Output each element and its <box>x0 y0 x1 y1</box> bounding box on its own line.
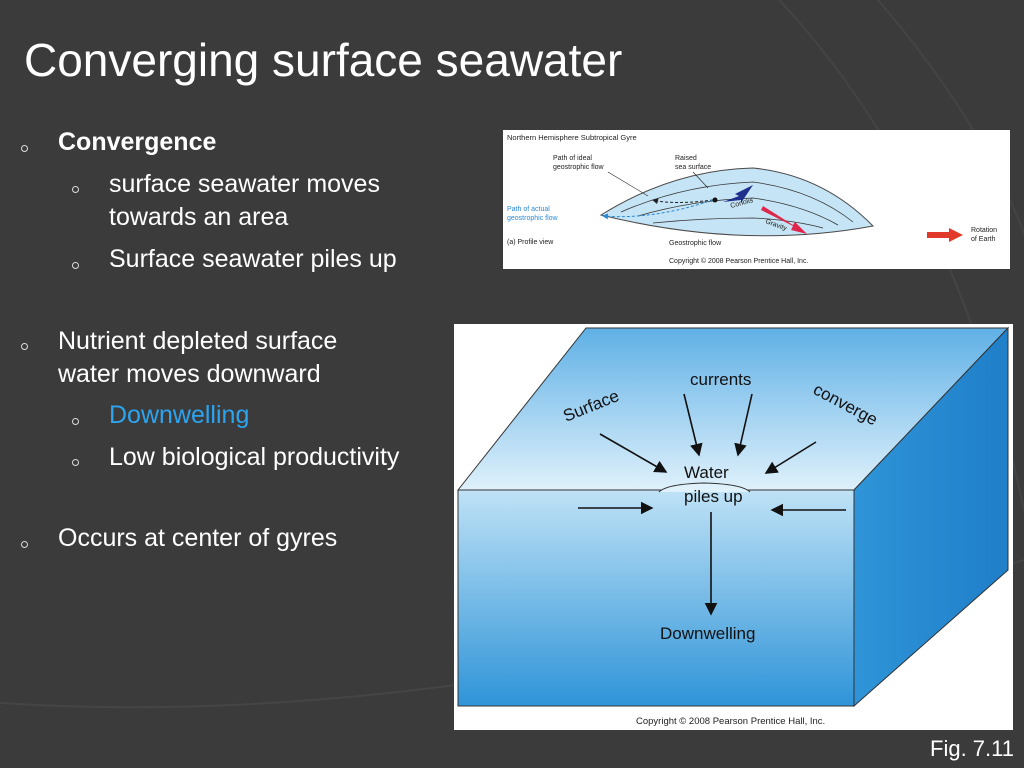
gyre-profile-figure: Northern Hemisphere Subtropical Gyre Cor… <box>503 130 1010 269</box>
ocean-front-face <box>457 489 855 707</box>
piles-up-label: piles up <box>684 487 743 506</box>
actual-flow-label-1: Path of actual <box>507 206 550 213</box>
raised-label-1: Raised <box>675 155 697 162</box>
figure-label: Fig. 7.11 <box>930 736 1014 761</box>
bullet-text: Surface seawater piles up <box>109 245 397 273</box>
block-copyright: Copyright © 2008 Pearson Prentice Hall, … <box>636 716 825 727</box>
bullet-marker-icon <box>72 262 79 269</box>
currents-label: currents <box>690 370 751 389</box>
bullet-marker-icon <box>72 418 79 425</box>
rotation-label-1: Rotation <box>971 227 997 234</box>
bullet-list: Convergence surface seawater moves towar… <box>0 0 450 768</box>
bullet-marker-icon <box>21 343 28 350</box>
profile-label: (a) Profile view <box>507 239 554 246</box>
water-label: Water <box>684 463 729 482</box>
bullet-text: Downwelling <box>109 401 250 429</box>
bullet-text: Low biological productivity <box>109 443 400 471</box>
raised-label-2: sea surface <box>675 164 711 171</box>
slide-title: Converging surface seawater <box>24 34 623 86</box>
bullet-marker-icon <box>21 145 28 152</box>
bullet-text: surface seawater moves towards an area <box>109 170 380 231</box>
rotation-arrow-icon <box>927 228 963 242</box>
ideal-flow-label-1: Path of ideal <box>553 155 592 162</box>
bullet-text: Occurs at center of gyres <box>58 524 338 552</box>
bullet-marker-icon <box>72 186 79 193</box>
rotation-label-2: of Earth <box>971 236 996 243</box>
downwelling-label: Downwelling <box>660 624 755 643</box>
bullet-marker-icon <box>72 459 79 466</box>
convergence-block-figure: Surface currents converge Water piles up… <box>454 324 1013 730</box>
geostrophic-label: Geostrophic flow <box>669 240 722 247</box>
actual-flow-label-2: geostrophic flow <box>507 215 559 222</box>
gyre-copyright: Copyright © 2008 Pearson Prentice Hall, … <box>669 257 808 265</box>
coriolis-arrow-icon <box>723 185 753 203</box>
gravity-arrow-icon <box>761 206 807 234</box>
bullet-marker-icon <box>21 541 28 548</box>
ideal-flow-label-2: geostrophic flow <box>553 164 605 171</box>
bullet-text: Nutrient depleted surface water moves do… <box>58 327 338 388</box>
gyre-figure-title: Northern Hemisphere Subtropical Gyre <box>507 133 637 142</box>
bullet-text: Convergence <box>58 128 217 156</box>
sea-surface-bulge <box>599 167 875 237</box>
